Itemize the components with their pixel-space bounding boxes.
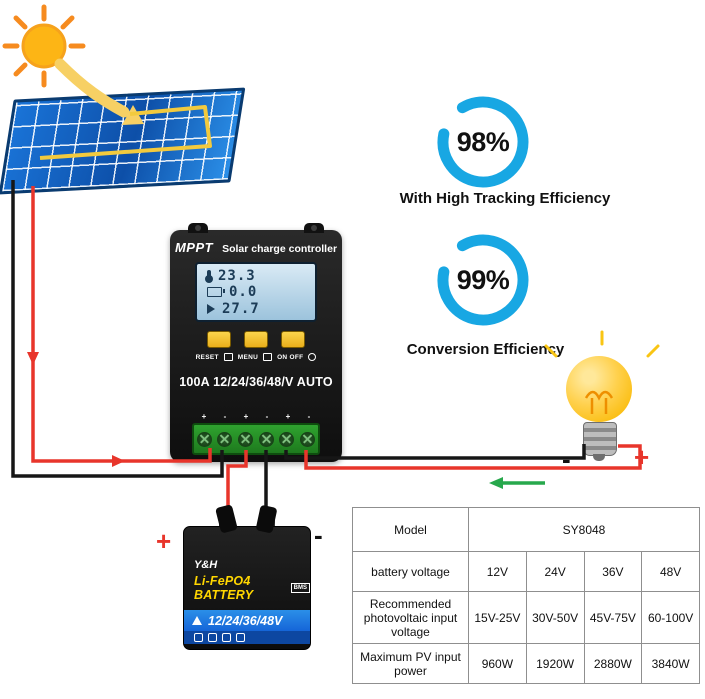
ring-arc: [437, 96, 529, 188]
onoff-button: [281, 331, 305, 348]
lcd-value-1: 23.3: [218, 267, 256, 284]
battery-logo-icon: [192, 616, 202, 625]
bulb-glass: [566, 356, 632, 422]
terminal-screw: [279, 431, 295, 447]
controller-brand: MPPT: [174, 240, 214, 255]
terminal-mark: -: [223, 412, 227, 421]
menu-label: MENU: [237, 353, 259, 361]
reset-label: RESET: [195, 353, 219, 361]
solar-panel: [0, 87, 246, 195]
lcd-value-2: 0.0: [229, 284, 258, 300]
cert-icon: [194, 633, 203, 642]
bulb-filament: [584, 390, 614, 414]
conversion-efficiency-value: 99%: [456, 265, 510, 295]
thermometer-icon: [205, 270, 213, 283]
spec-cell: 1920W: [525, 643, 585, 684]
spec-label-pv-voltage: Recommended photovoltaic input voltage: [352, 591, 469, 644]
terminal-screw: [238, 431, 254, 447]
spec-value-model: SY8048: [468, 507, 700, 552]
controller-rating: 100A 12/24/36/48/V AUTO: [179, 375, 333, 389]
mounting-ear-right: [304, 223, 324, 233]
bulb-base: [583, 422, 617, 461]
terminal-screw: [300, 431, 316, 447]
spec-cell: 60-100V: [641, 591, 700, 644]
controller-title: Solar charge controller: [222, 243, 338, 255]
cert-icon: [208, 633, 217, 642]
spec-cell: 2880W: [583, 643, 643, 684]
charge-controller: MPPT Solar charge controller 23.3 0.0 27…: [170, 223, 342, 462]
bulb-plus-label: +: [634, 442, 650, 472]
spec-cell: 3840W: [641, 643, 700, 684]
lcd-row-voltage: 27.7: [207, 300, 305, 317]
terminal-screw: [258, 431, 274, 447]
battery-voltage-stripe: 12/24/36/48V: [184, 610, 310, 631]
terminal-mark: +: [243, 412, 249, 421]
controller-buttons: [170, 331, 342, 348]
battery-plus-label: +: [156, 526, 172, 556]
spec-label-pv-power: Maximum PV input power: [352, 643, 469, 684]
spec-cell: 24V: [525, 551, 585, 592]
spec-cell: 960W: [468, 643, 527, 684]
green-current-arrow: [489, 477, 545, 489]
tracking-efficiency-value: 98%: [456, 127, 510, 157]
lcd-row-temperature: 23.3: [205, 267, 305, 284]
onoff-label: ON OFF: [277, 353, 304, 361]
conversion-efficiency-caption: Conversion Efficiency: [406, 341, 565, 358]
button-labels: RESET MENU ON OFF: [170, 353, 342, 361]
battery-icon: [207, 287, 225, 297]
mounting-ear-left: [188, 223, 208, 233]
spec-cell: 12V: [468, 551, 527, 592]
terminal-polarity-marks: + - + - + -: [193, 412, 319, 421]
bms-badge: BMS: [290, 583, 310, 593]
spec-cell: 30V-50V: [525, 591, 585, 644]
spec-label-battery-voltage: battery voltage: [352, 551, 469, 592]
battery-minus-label: -: [314, 520, 323, 550]
spec-table: Model SY8048 battery voltage 12V 24V 36V…: [352, 507, 700, 684]
menu-icon: [263, 353, 273, 361]
menu-button: [244, 331, 268, 348]
tracking-efficiency-ring: 98%: [433, 92, 533, 192]
spec-cell: 45V-75V: [583, 591, 643, 644]
lcd-display: 23.3 0.0 27.7: [195, 262, 317, 322]
current-arrow-right: [112, 455, 125, 467]
terminal-mark: -: [307, 412, 311, 421]
reset-icon: [223, 353, 233, 361]
reset-button: [207, 331, 231, 348]
cert-icon: [236, 633, 245, 642]
cert-icon: [222, 633, 231, 642]
spec-cell: 36V: [583, 551, 643, 592]
lcd-row-current: 0.0: [207, 284, 305, 300]
tracking-efficiency-caption: With High Tracking Efficiency: [399, 190, 611, 207]
battery-product-name: Li-FePO4 BATTERY: [194, 574, 254, 602]
terminal-screw: [196, 431, 212, 447]
battery-brand: Y&H: [194, 559, 218, 571]
terminal-mark: -: [265, 412, 269, 421]
arrow-icon: [207, 303, 215, 314]
battery-cert-stripe: [184, 631, 310, 644]
lcd-value-3: 27.7: [222, 300, 260, 317]
power-icon: [308, 353, 317, 361]
current-arrow-down: [27, 352, 39, 365]
battery-product-row: Li-FePO4 BATTERY BMS: [194, 574, 310, 602]
spec-label-model: Model: [352, 507, 469, 552]
terminal-block: [192, 423, 320, 455]
terminal-screw: [217, 431, 233, 447]
spec-cell: 15V-25V: [468, 591, 527, 644]
controller-header: MPPT Solar charge controller: [170, 230, 342, 255]
battery: Y&H Li-FePO4 BATTERY BMS 12/24/36/48V: [183, 518, 311, 650]
bulb-minus-label: -: [562, 444, 571, 474]
ring-arc: [437, 234, 529, 326]
terminal-mark: +: [285, 412, 291, 421]
sun-icon: [2, 4, 86, 88]
conversion-efficiency-ring: 99%: [433, 230, 533, 330]
terminal-mark: +: [201, 412, 207, 421]
battery-voltage-text: 12/24/36/48V: [208, 613, 283, 628]
battery-body: Y&H Li-FePO4 BATTERY BMS 12/24/36/48V: [183, 526, 311, 650]
spec-cell: 48V: [641, 551, 700, 592]
